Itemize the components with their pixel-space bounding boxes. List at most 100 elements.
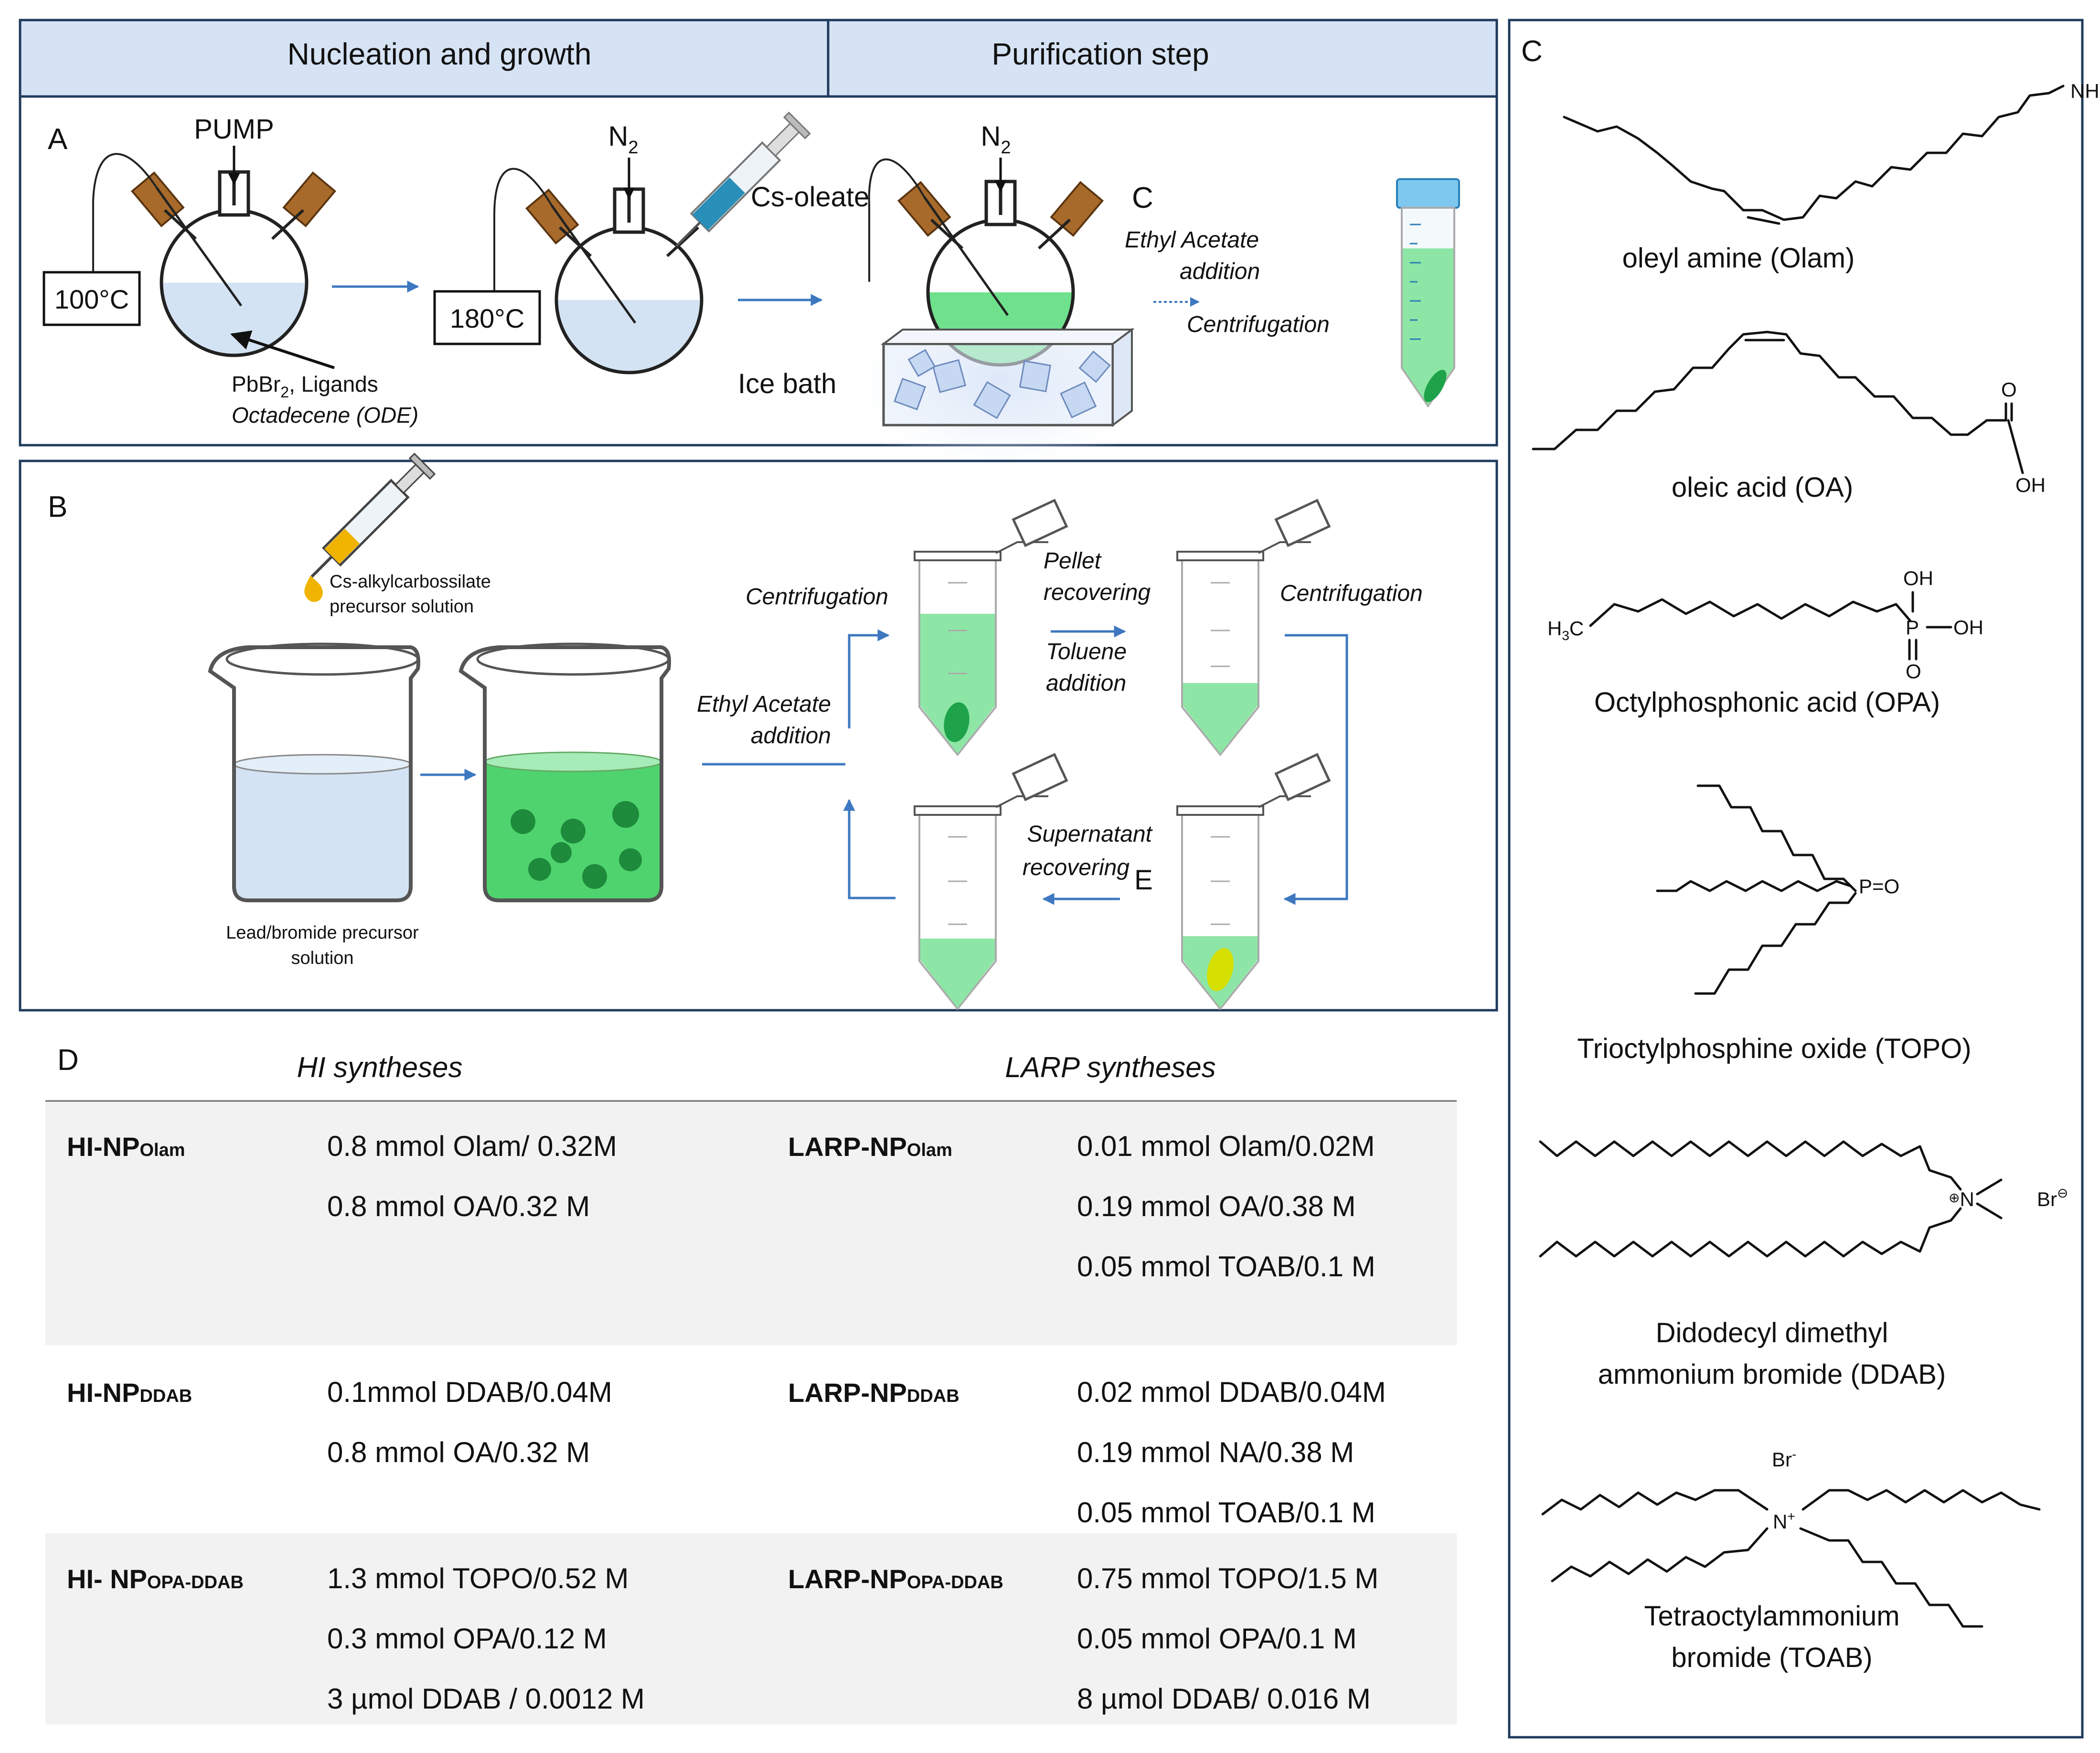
beaker-2 <box>458 642 671 902</box>
larp-line: 0.75 mmol TOPO/1.5 M <box>1077 1562 1378 1594</box>
nanoparticle-cluster-icon <box>511 801 642 889</box>
centrifugation-b-1: Centrifugation <box>746 584 888 609</box>
arrow-b4 <box>843 799 895 899</box>
n2-label-1: N2 <box>608 121 638 158</box>
oa-structure: O OH oleic acid (OA) <box>1532 331 2046 503</box>
olam-name: oleyl amine (Olam) <box>1622 243 1855 274</box>
hi-line: 0.3 mmol OPA/0.12 M <box>327 1623 607 1655</box>
hi-line: 0.8 mmol OA/0.32 M <box>327 1436 590 1468</box>
reagents-line2: Octadecene (ODE) <box>232 403 418 428</box>
hi-syntheses-header: HI syntheses <box>297 1051 463 1083</box>
eppendorf-tube-1 <box>914 499 1068 757</box>
larp-line: 0.19 mmol NA/0.38 M <box>1077 1436 1354 1468</box>
opa-name: Octylphosphonic acid (OPA) <box>1594 687 1940 718</box>
flask-1: 100°C PUMP PbBr2, Ligands Octadecene (OD… <box>43 114 418 428</box>
panel-c: C NH2 oleyl amine (Olam) O OH oleic acid… <box>1508 19 2100 1739</box>
pellet-label-1: Pellet <box>1044 548 1102 574</box>
ddab-name-2: ammonium bromide (DDAB) <box>1598 1359 1946 1390</box>
table-row: HI-NPDDAB 0.1mmol DDAB/0.04M 0.8 mmol OA… <box>67 1376 1386 1529</box>
precursor-label-2: precursor solution <box>330 597 474 617</box>
centrifugation-b-2: Centrifugation <box>1280 581 1423 606</box>
ddab-structure: ⊕N Br⊖ Didodecyl dimethyl ammonium bromi… <box>1539 1140 2068 1390</box>
opa-h3c-label: H3C <box>1547 617 1584 643</box>
panel-label-b: B <box>48 491 67 524</box>
falcon-tube-icon <box>1396 178 1460 408</box>
hi-line: 0.1mmol DDAB/0.04M <box>327 1376 612 1408</box>
lead-label-1: Lead/bromide precursor <box>226 923 419 943</box>
precursor-drop-icon <box>304 576 323 602</box>
toab-name-1: Tetraoctylammonium <box>1644 1601 1899 1632</box>
ddab-n-label: ⊕N <box>1949 1188 1974 1210</box>
row-3-shade <box>45 1533 1457 1724</box>
ddab-name-1: Didodecyl dimethyl <box>1656 1317 1888 1348</box>
panel-label-c-right: C <box>1521 35 1543 68</box>
olam-structure: NH2 oleyl amine (Olam) <box>1563 80 2100 274</box>
cs-oleate-label: Cs-oleate <box>751 182 869 213</box>
table-row: HI- NPOPA-DDAB 1.3 mmol TOPO/0.52 M 0.3 … <box>67 1562 1378 1715</box>
ice-bath-label: Ice bath <box>738 368 836 399</box>
pellet-label-2: recovering <box>1044 580 1151 605</box>
header-bar: Nucleation and growth Purification step <box>19 19 1498 98</box>
hi-line: 0.8 mmol Olam/ 0.32M <box>327 1130 617 1162</box>
ethyl-acetate-a-2: addition <box>1180 259 1260 284</box>
larp-name: LARP-NPOlam <box>788 1132 952 1162</box>
larp-name: LARP-NPOPA-DDAB <box>788 1564 1003 1594</box>
reagents-line1: PbBr2, Ligands <box>232 372 378 401</box>
oa-name: oleic acid (OA) <box>1672 472 1853 503</box>
panel-label-d: D <box>57 1044 79 1077</box>
toab-n-label: N+ <box>1773 1509 1795 1533</box>
larp-line: 0.05 mmol TOAB/0.1 M <box>1077 1496 1375 1529</box>
panel-a: A 100°C PUMP PbBr2, Ligands Octadecene (… <box>19 95 1498 478</box>
topo-structure: P=O Trioctylphosphine oxide (TOPO) <box>1577 784 1972 1064</box>
beaker-1 <box>208 642 420 902</box>
toab-name-2: bromide (TOAB) <box>1671 1642 1872 1673</box>
opa-p-label: P <box>1906 616 1919 639</box>
supernatant-label-2: recovering <box>1023 855 1130 880</box>
arrow-b6 <box>1283 634 1348 905</box>
eppendorf-tube-2 <box>1176 499 1331 757</box>
larp-syntheses-header: LARP syntheses <box>1005 1051 1215 1083</box>
larp-line: 0.19 mmol OA/0.38 M <box>1077 1190 1356 1222</box>
topo-name: Trioctylphosphine oxide (TOPO) <box>1577 1033 1971 1064</box>
toab-br-label: Br- <box>1772 1447 1796 1471</box>
eppendorf-tube-3 <box>1176 753 1331 1011</box>
precursor-label-1: Cs-alkylcarbossilate <box>330 572 491 592</box>
ethyl-acetate-b-2: addition <box>751 723 831 748</box>
precursor-syringe-icon <box>310 452 436 578</box>
temp-100: 100°C <box>54 284 129 314</box>
centrifugation-a: Centrifugation <box>1187 312 1330 337</box>
ethyl-acetate-b-1: Ethyl Acetate <box>697 692 831 717</box>
n2-label-2: N2 <box>981 121 1011 158</box>
topo-po-label: P=O <box>1859 875 1899 898</box>
row-1-shade <box>45 1102 1457 1345</box>
larp-line: 0.02 mmol DDAB/0.04M <box>1077 1376 1386 1408</box>
syringe-icon <box>675 111 811 247</box>
panel-d: D HI syntheses LARP syntheses HI-NPOlam … <box>45 1044 1457 1724</box>
toab-structure: Br- N+ Tetraoctylammonium bromide (TOAB) <box>1541 1447 2041 1673</box>
oa-o-label: O <box>2001 378 2017 401</box>
panel-label-c-top: C <box>1132 182 1153 214</box>
larp-name: LARP-NPDDAB <box>788 1378 959 1408</box>
panel-label-e: E <box>1134 865 1153 896</box>
temp-180: 180°C <box>450 303 524 333</box>
ethyl-acetate-a-1: Ethyl Acetate <box>1125 227 1259 253</box>
ddab-br-label: Br⊖ <box>2037 1186 2068 1210</box>
toluene-label-2: addition <box>1046 671 1126 696</box>
nh2-label: NH2 <box>2070 80 2100 106</box>
ice-bath-icon <box>881 328 1135 427</box>
opa-oh-top-label: OH <box>1903 567 1933 589</box>
oa-oh-label: OH <box>2015 474 2046 496</box>
larp-line: 0.05 mmol OPA/0.1 M <box>1077 1623 1357 1655</box>
panel-label-a: A <box>48 123 68 156</box>
larp-line: 8 µmol DDAB/ 0.016 M <box>1077 1683 1371 1715</box>
panel-b: B Cs-alkylcarbossilate precursor solutio… <box>19 452 1498 1012</box>
toluene-label-1: Toluene <box>1046 639 1127 664</box>
supernatant-label-1: Supernatant <box>1027 822 1152 847</box>
header-purification: Purification step <box>991 37 1209 71</box>
opa-o-label: O <box>1906 660 1921 683</box>
arrow-b3 <box>848 629 890 728</box>
hi-name: HI-NPDDAB <box>67 1378 192 1408</box>
hi-name: HI- NPOPA-DDAB <box>67 1564 244 1594</box>
hi-line: 0.8 mmol OA/0.32 M <box>327 1190 590 1222</box>
